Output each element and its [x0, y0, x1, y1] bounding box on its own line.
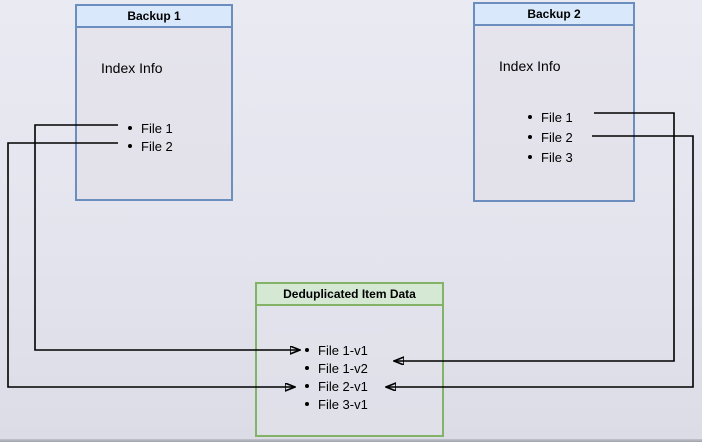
backup1-title: Backup 1 [127, 9, 181, 23]
dedup-file-list: File 1-v1 File 1-v2 File 2-v1 File 3-v1 [305, 341, 368, 413]
file-label: File 1 [141, 120, 173, 136]
file-label: File 3 [541, 149, 573, 165]
backup2-file-list: File 1 File 2 File 3 [528, 107, 573, 167]
backup1-file-list: File 1 File 2 [128, 119, 173, 155]
backup1-index-info-label: Index Info [101, 60, 163, 76]
list-item: File 3-v1 [305, 395, 368, 413]
backup1-header: Backup 1 [77, 6, 231, 28]
backup1-box: Backup 1 Index Info File 1 File 2 [75, 4, 233, 201]
bullet-icon [528, 135, 532, 139]
bullet-icon [128, 126, 132, 130]
bullet-icon [305, 402, 309, 406]
dedup-title: Deduplicated Item Data [283, 287, 416, 301]
backup2-header: Backup 2 [475, 4, 633, 26]
list-item: File 1-v2 [305, 359, 368, 377]
window-bottom-edge [0, 439, 702, 442]
dedup-header: Deduplicated Item Data [257, 284, 442, 306]
file-label: File 2 [541, 129, 573, 145]
file-label: File 2-v1 [318, 378, 368, 394]
deduplicated-item-data-box: Deduplicated Item Data File 1-v1 File 1-… [255, 282, 444, 437]
list-item: File 3 [528, 147, 573, 167]
bullet-icon [305, 384, 309, 388]
bullet-icon [128, 144, 132, 148]
list-item: File 1 [528, 107, 573, 127]
list-item: File 2 [528, 127, 573, 147]
backup2-index-info-label: Index Info [499, 58, 561, 74]
bullet-icon [305, 348, 309, 352]
list-item: File 2 [128, 137, 173, 155]
backup2-title: Backup 2 [527, 7, 581, 21]
file-label: File 1-v2 [318, 360, 368, 376]
backup2-box: Backup 2 Index Info File 1 File 2 File 3 [473, 2, 635, 202]
file-label: File 1-v1 [318, 342, 368, 358]
bullet-icon [528, 115, 532, 119]
file-label: File 3-v1 [318, 396, 368, 412]
list-item: File 1-v1 [305, 341, 368, 359]
file-label: File 1 [541, 109, 573, 125]
bullet-icon [305, 366, 309, 370]
bullet-icon [528, 155, 532, 159]
file-label: File 2 [141, 138, 173, 154]
list-item: File 2-v1 [305, 377, 368, 395]
list-item: File 1 [128, 119, 173, 137]
